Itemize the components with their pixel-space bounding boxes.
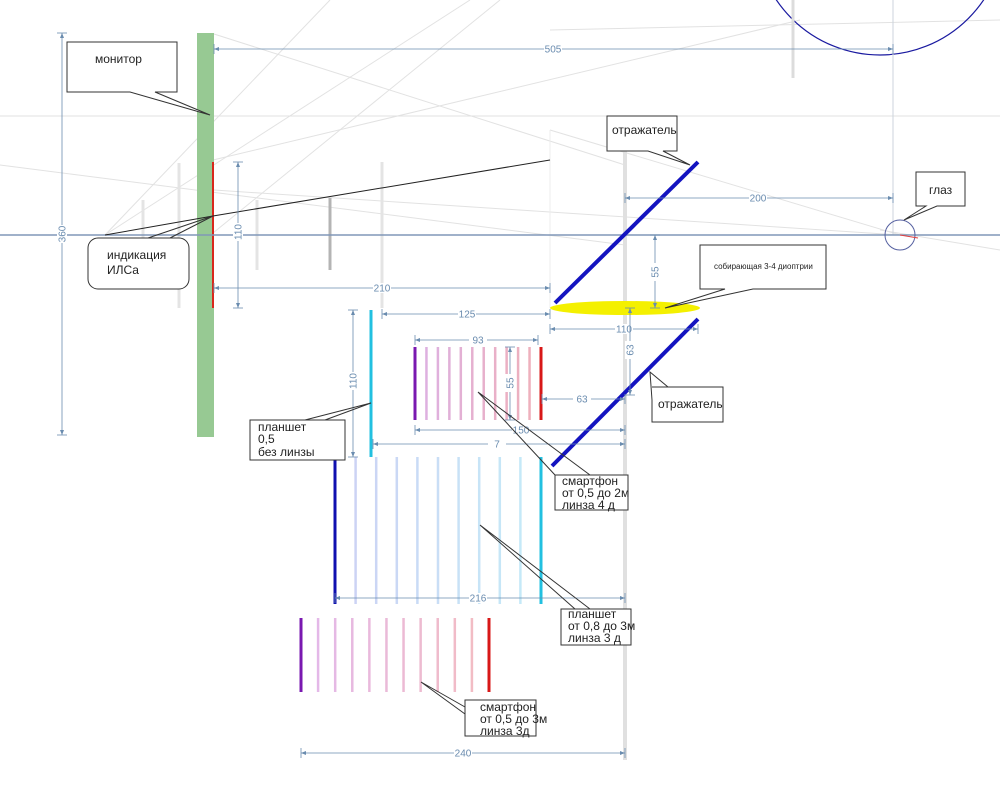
dimension-label: 55 (506, 377, 517, 389)
smartphone-2m-label-2: от 0,5 до 2м (562, 486, 629, 500)
dimension-indicator-to-lens: 210 (213, 283, 551, 295)
monitor-label: монитор (95, 52, 142, 66)
dimension-phone1-width: 93 (414, 335, 539, 347)
dimension-tablet-to-lens: 125 (381, 309, 551, 321)
dimension-monitor-to-eye: 505 (213, 44, 894, 56)
callout-reflector-bottom: отражатель (649, 370, 724, 423)
smartphone-3m-label-1: смартфон (480, 700, 536, 714)
dimensions: 360 505 110 210 200 55 110 125 63 110 93 55 63 150 7 21… (57, 32, 894, 760)
reflector-top (553, 160, 700, 305)
reflector-bottom (550, 317, 700, 468)
dimension-label: 110 (349, 373, 360, 389)
dimension-label: 240 (455, 749, 472, 760)
ray-lines (0, 0, 1000, 251)
gray-markers (141, 130, 627, 760)
dimension-phone1-span: 150 (414, 425, 626, 437)
dimension-label: 216 (470, 594, 487, 605)
dimension-axis-to-lens: 55 (650, 234, 662, 309)
tablet-3m-label-3: линза 3 д (568, 631, 621, 645)
dimension-label: 150 (513, 426, 530, 437)
dimension-label: 63 (576, 395, 588, 406)
indication-label-2: ИЛСа (107, 263, 139, 277)
dimension-label: 210 (374, 284, 391, 295)
dimension-label: 63 (626, 344, 637, 356)
dimension-tablet2-span: 216 (334, 593, 626, 605)
callout-monitor: монитор (66, 41, 211, 116)
dimension-lens-width: 110 (549, 324, 699, 336)
callout-lens: собирающая 3-4 диоптрии (664, 244, 827, 309)
dimension-lens-to-reflector: 63 (625, 307, 637, 396)
callout-tablet-3m: планшет от 0,8 до 3м линза 3 д (479, 524, 635, 646)
tablet-05-label-1: планшет (258, 420, 307, 434)
dimension-tablet-span: 7 (372, 439, 626, 451)
eye-label: глаз (929, 183, 953, 197)
dimension-reflector-to-eye: 200 (624, 193, 894, 205)
callout-indication: индикация ИЛСа (87, 215, 214, 290)
indication-label: индикация (107, 248, 166, 262)
dimension-label: 7 (494, 440, 500, 451)
dimension-indicator-height: 110 (233, 161, 245, 309)
callout-eye: глаз (903, 171, 966, 221)
callout-tablet-05: планшет 0,5 без линзы (249, 402, 372, 461)
tablet-3m-lines (333, 457, 543, 604)
dimension-label: 505 (545, 45, 562, 56)
dimension-label: 200 (750, 194, 767, 205)
tablet-05-label-2: 0,5 (258, 432, 275, 446)
eye-icon (884, 219, 916, 251)
dimension-phone1-to-axis: 63 (541, 394, 626, 406)
dimension-monitor-height: 360 (57, 32, 69, 436)
smartphone-2m-label-3: линза 4 д (562, 498, 615, 512)
dimension-label: 110 (234, 224, 245, 240)
dimension-phone2-span: 240 (300, 748, 626, 760)
tablet-3m-label-1: планшет (568, 607, 617, 621)
callout-smartphone-3m: смартфон от 0,5 до 3м линза 3д (420, 681, 547, 738)
dimension-label: 55 (651, 266, 662, 278)
reflector-top-label: отражатель (612, 123, 677, 137)
smartphone-3m-lines (299, 618, 491, 692)
tablet-05-label-3: без линзы (258, 445, 314, 459)
large-circle (775, 0, 985, 56)
smartphone-3m-label-3: линза 3д (480, 724, 530, 738)
tablet-3m-label-2: от 0,8 до 3м (568, 619, 635, 633)
dimension-tablet-height: 110 (348, 309, 360, 458)
smartphone-2m-label-1: смартфон (562, 474, 618, 488)
dimension-label: 93 (472, 336, 484, 347)
dimension-label: 110 (616, 325, 632, 336)
dimension-label: 360 (58, 225, 69, 242)
callout-reflector-top: отражатель (606, 115, 691, 166)
smartphone-2m-lines (413, 347, 543, 420)
callout-smartphone-2m: смартфон от 0,5 до 2м линза 4 д (477, 391, 629, 512)
smartphone-3m-label-2: от 0,5 до 3м (480, 712, 547, 726)
reflector-bottom-label: отражатель (658, 397, 723, 411)
eye-ray (899, 234, 919, 239)
lens-label: собирающая 3-4 диоптрии (714, 262, 813, 271)
dimension-label: 125 (459, 310, 476, 321)
